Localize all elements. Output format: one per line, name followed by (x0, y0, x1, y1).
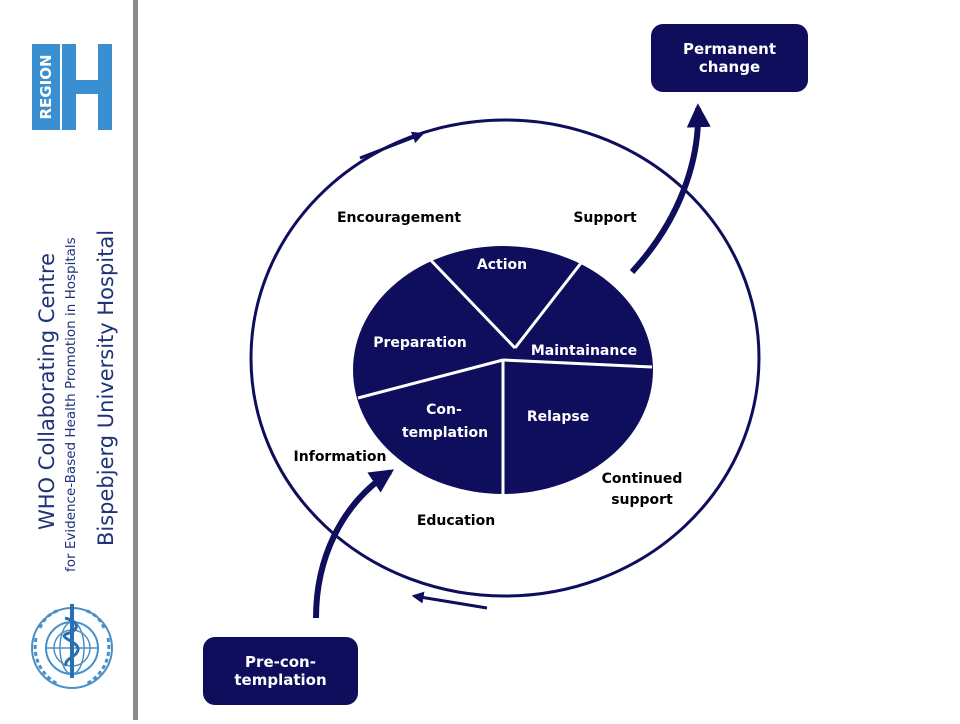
segment-action-label: Action (477, 257, 527, 273)
divider-maintainance-relapse (502, 358, 653, 369)
stages-pie (353, 246, 653, 494)
entry-arrow-from-precontemplation (313, 469, 395, 619)
hospital-name: Bispebjerg University Hospital (94, 230, 118, 546)
segment-preparation-label: Preparation (373, 335, 467, 351)
exit-arrow-to-permanent-change (629, 103, 711, 275)
label-continued-support-1: Continued (602, 471, 683, 487)
segment-contemplation-label-1: Con- (426, 402, 462, 418)
outer-cycle-ring (249, 118, 761, 598)
label-encouragement: Encouragement (337, 210, 461, 226)
sidebar: REGION WHO Collaborating Centre for Evid… (0, 0, 138, 720)
label-education: Education (417, 513, 495, 529)
divider-contemplation-preparation (357, 358, 504, 400)
precontemplation-box: Pre-con- templation (203, 637, 358, 705)
region-bar (32, 44, 60, 130)
region-label: REGION (37, 55, 55, 120)
precontemplation-line2: templation (234, 671, 327, 689)
segment-relapse-label: Relapse (527, 409, 589, 425)
precontemplation-line1: Pre-con- (245, 653, 316, 671)
label-continued-support-2: support (611, 492, 673, 508)
sidebar-divider (133, 0, 138, 720)
who-centre-subtitle: for Evidence-Based Health Promotion in H… (63, 237, 79, 572)
divider-action-maintainance (513, 253, 590, 349)
who-centre-title: WHO Collaborating Centre (35, 253, 59, 530)
sidebar-graphics: REGION WHO Collaborating Centre for Evid… (31, 44, 118, 689)
permanent-change-line2: change (698, 58, 761, 76)
cycle-arrow-top (359, 131, 425, 160)
permanent-change-box: Permanent change (651, 24, 808, 92)
region-h-logo: REGION (32, 44, 112, 130)
h-crossbar (62, 80, 112, 94)
who-emblem-icon (31, 604, 113, 689)
cycle-arrow-bottom (411, 591, 488, 610)
permanent-change-line1: Permanent (682, 40, 777, 58)
label-information: Information (294, 449, 387, 465)
segment-contemplation-label-2: templation (402, 425, 488, 441)
label-support: Support (573, 210, 637, 226)
segment-maintainance-label: Maintainance (531, 343, 637, 359)
divider-action-preparation (420, 249, 517, 350)
